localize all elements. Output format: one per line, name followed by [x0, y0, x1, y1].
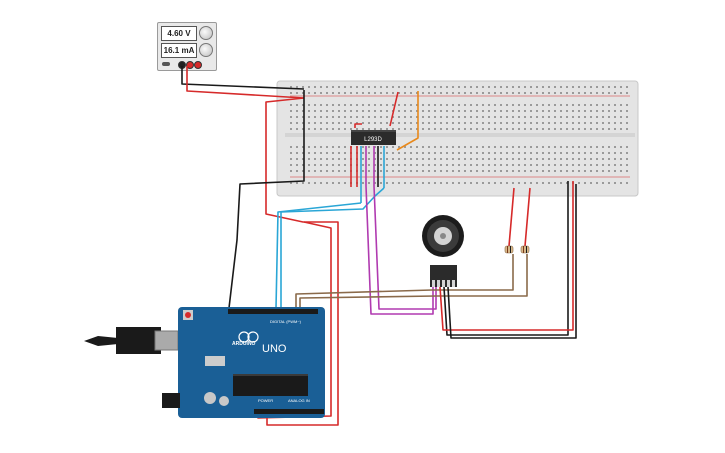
digital-header[interactable]: [228, 309, 318, 314]
motor-driver-chip[interactable]: L293D: [351, 130, 396, 145]
magenta-motor-wire: [365, 185, 434, 315]
usb-cable[interactable]: [84, 327, 179, 354]
motor-red-wire: [439, 181, 574, 331]
ground-wire: [228, 90, 305, 309]
cyan-digital-wire: [275, 202, 362, 309]
arduino-model: UNO: [262, 343, 287, 355]
power-analog-header[interactable]: [254, 409, 324, 414]
resistor-red-lead: [508, 187, 515, 247]
chip-label: L293D: [364, 137, 382, 143]
current-knob[interactable]: [199, 43, 213, 57]
microcontroller-chip: [233, 376, 308, 396]
brown-wire-2: [299, 254, 528, 308]
psu-black-wire: [181, 66, 305, 90]
resistor[interactable]: [504, 245, 514, 254]
chip-orange-wire: [396, 91, 419, 151]
resistor-red-lead-2: [524, 187, 531, 247]
analog-label: ANALOG IN: [288, 398, 310, 403]
arduino-board[interactable]: DIGITAL (PWM~) ARDUINO UNO POWER ANALOG …: [162, 307, 325, 418]
power-jack[interactable]: [162, 393, 180, 408]
motor-black-wire: [443, 181, 569, 336]
magenta-motor-wire-2: [373, 185, 437, 310]
positive-terminal-2[interactable]: [194, 61, 202, 69]
brown-wire: [295, 254, 514, 308]
current-readout: 16.1 mA: [161, 43, 197, 58]
chip-top-red: [354, 123, 362, 128]
power-supply[interactable]: 4.60 V 16.1 mA: [157, 22, 217, 71]
positive-terminal[interactable]: [186, 61, 194, 69]
arduino-logo-icon: [238, 331, 250, 343]
digital-label: DIGITAL (PWM~): [270, 319, 302, 324]
motor-black-wire-2: [447, 184, 577, 339]
breadboard[interactable]: [276, 80, 639, 197]
motor-connector[interactable]: [430, 265, 457, 287]
dc-motor[interactable]: [422, 215, 464, 287]
voltage-readout: 4.60 V: [161, 26, 197, 41]
arduino-brand: ARDUINO: [232, 341, 255, 347]
psu-red-wire: [186, 66, 305, 99]
voltage-knob[interactable]: [199, 26, 213, 40]
psu-red-wire-2: [265, 97, 339, 426]
power-label: POWER: [258, 398, 273, 403]
chip-red-wire: [389, 91, 399, 127]
cyan-digital-wire-2: [280, 187, 385, 308]
power-switch[interactable]: [162, 62, 170, 66]
resistor-2[interactable]: [520, 245, 530, 254]
